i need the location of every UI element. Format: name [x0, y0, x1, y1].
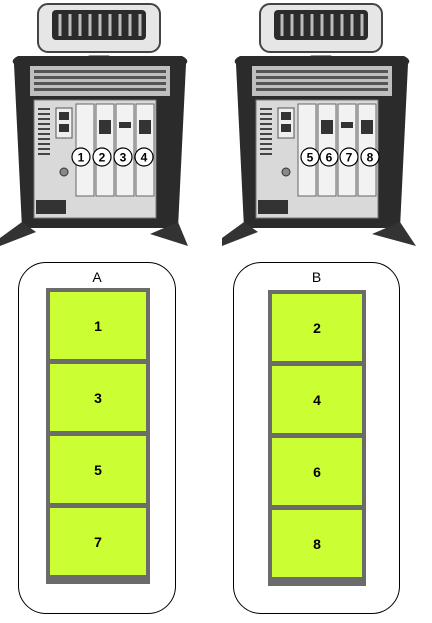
slot: 3 — [50, 364, 146, 431]
group-title: B — [311, 269, 322, 285]
port-marker-8 — [360, 147, 380, 167]
port-label: 6 — [326, 151, 333, 165]
slot: 4 — [272, 366, 362, 433]
chassis-illustration-right: 5 6 7 8 — [222, 3, 416, 246]
group-a-panel: A 1 3 5 7 — [18, 262, 176, 614]
port-label: 3 — [120, 151, 127, 165]
port-label: 5 — [307, 151, 314, 165]
slot: 8 — [272, 510, 362, 577]
slot-stack: 2 4 6 8 — [268, 290, 366, 586]
group-title: A — [92, 269, 102, 285]
group-b-panel: B 2 4 6 8 — [233, 262, 400, 614]
slot-stack: 1 3 5 7 — [46, 288, 150, 584]
port-marker-7 — [339, 147, 359, 167]
slot: 1 — [50, 292, 146, 359]
port-label: 1 — [78, 151, 85, 165]
port-label: 7 — [346, 151, 353, 165]
slot: 5 — [50, 436, 146, 503]
port-marker-1 — [71, 147, 91, 167]
slot: 2 — [272, 294, 362, 361]
port-marker-5 — [300, 147, 320, 167]
port-marker-3 — [113, 147, 133, 167]
port-marker-4 — [134, 147, 154, 167]
port-marker-2 — [92, 147, 112, 167]
port-marker-6 — [319, 147, 339, 167]
slot: 7 — [50, 508, 146, 575]
slot: 6 — [272, 438, 362, 505]
port-label: 8 — [367, 151, 374, 165]
chassis-illustration-left: 1 2 3 4 — [0, 3, 188, 246]
port-label: 4 — [141, 151, 148, 165]
port-label: 2 — [99, 151, 106, 165]
